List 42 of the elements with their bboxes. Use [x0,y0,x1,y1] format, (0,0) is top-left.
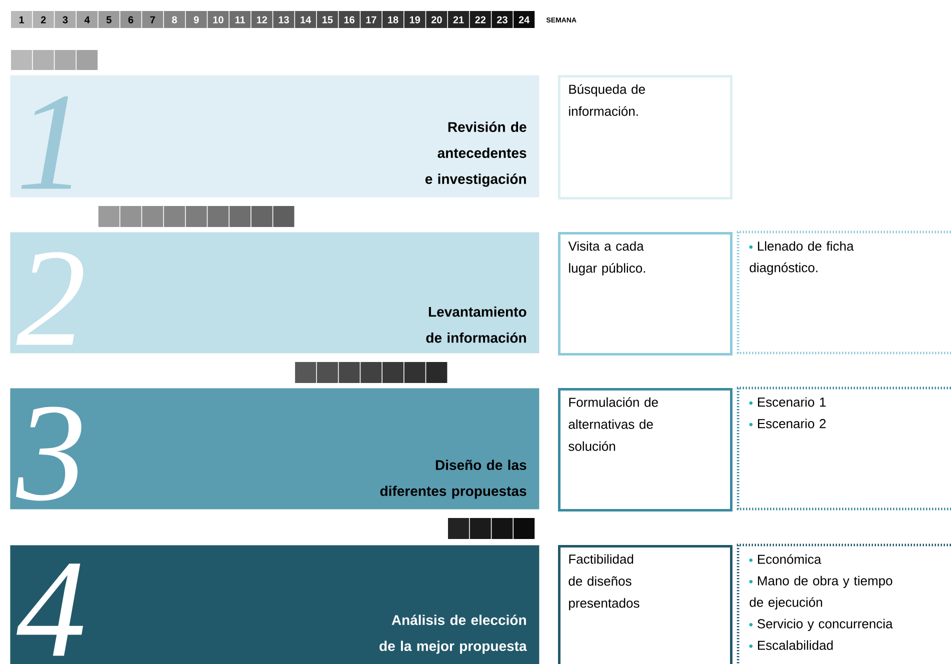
week-cell: 15 [316,11,338,28]
week-cell: 3 [54,11,76,28]
week-cell: 2 [32,11,54,28]
node-label: Escalabilidad [758,640,833,650]
week-cell: 23 [492,11,513,28]
phase-band: 4 Análisis de elección de la mejor propuesta [10,545,540,664]
week-cell: 19 [404,11,426,28]
node-label: Económica [758,554,822,564]
node-label: Servicio y concurrencia [758,618,893,631]
node-label: Llenado de ficha diagnóstico. [750,241,854,275]
week-cell: 10 [208,11,229,28]
bullet-list-box: Económica Mano de obra y tiempo de ejecución Servicio y concurrencia Escalabilidad [736,544,951,664]
description-box: Visita a cada lugar público. [558,232,732,356]
week-cell: 14 [295,11,316,28]
week-cell: 1 [11,11,32,28]
node-label: Mano de obra y tiempo de ejecución [750,576,892,610]
node-label: Escenario 2 [758,418,826,428]
week-cell: 24 [514,11,535,28]
phase-band: 3 Diseño de las diferentes propuestas [10,388,540,510]
week-cell: 7 [142,11,164,28]
node-label: Escenario 1 [758,397,826,407]
phase-band: 1 Revisión de antecedentes e investigación [10,75,540,198]
week-cell: 11 [230,11,251,28]
description-box: Formulación de alternativas de solución [558,388,732,512]
bullet-list-box: Llenado de ficha diagnóstico. [736,230,951,354]
week-cell: 20 [426,11,448,28]
week-cell: 16 [338,11,360,28]
week-cell: 18 [382,11,404,28]
week-cell: 5 [98,11,120,28]
phase-band: 2 Levantamiento de información [10,232,540,354]
week-cell: 13 [273,11,294,28]
week-cell: 12 [251,11,272,28]
week-cell: 8 [164,11,185,28]
week-cell: 21 [448,11,470,28]
week-cell: 6 [120,11,142,28]
week-cell: 4 [76,11,98,28]
description-box: Factibilidad de diseños presentados [558,545,732,664]
week-cell: 22 [470,11,491,28]
week-cell: 17 [360,11,382,28]
bullet-list-box: Escenario 1 Escenario 2 [736,386,951,510]
description-box: Búsqueda de información. [558,75,732,200]
week-cell: 9 [186,11,207,28]
